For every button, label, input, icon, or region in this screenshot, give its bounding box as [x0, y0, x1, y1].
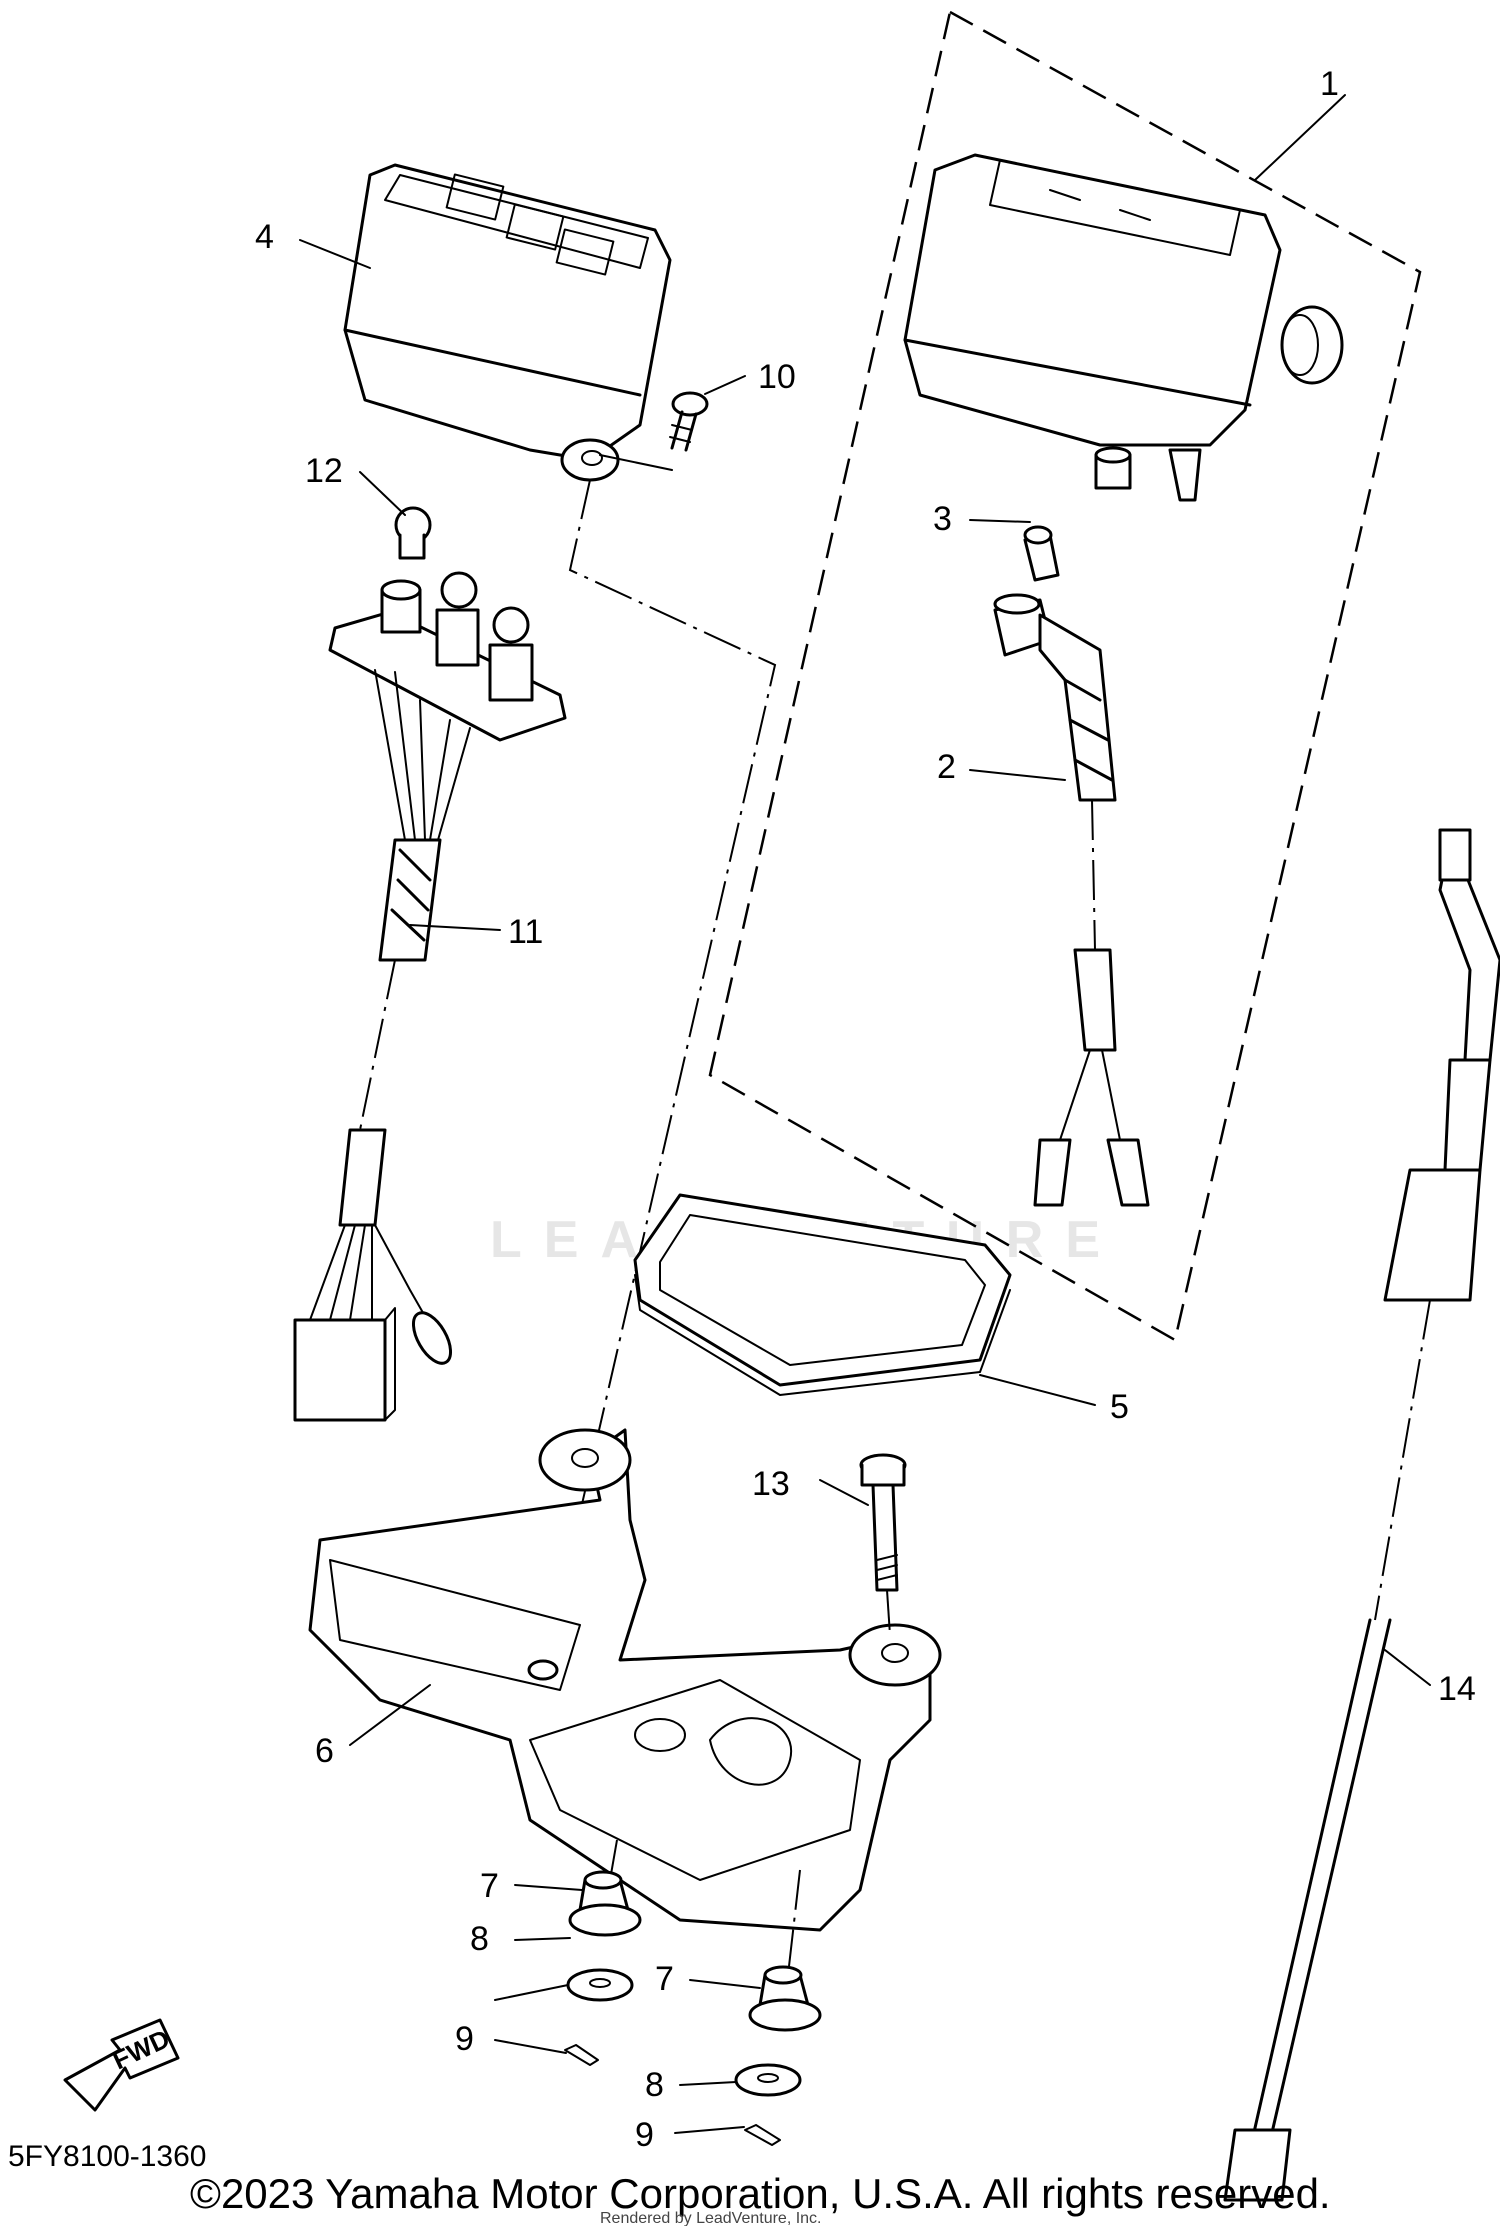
- leader-lines: [299, 94, 1431, 2134]
- callout-9b: 9: [635, 2116, 654, 2154]
- part-meter-base: [308, 1428, 942, 1932]
- part-cover: [343, 163, 672, 482]
- copyright-notice: ©2023 Yamaha Motor Corporation, U.S.A. A…: [190, 2170, 1331, 2217]
- callout-10: 10: [758, 358, 796, 396]
- callout-4: 4: [255, 218, 274, 256]
- callout-8a: 8: [470, 1920, 489, 1958]
- callout-9a: 9: [455, 2020, 474, 2058]
- callout-12: 12: [305, 452, 343, 490]
- callout-13: 13: [752, 1465, 790, 1503]
- callout-1: 1: [1320, 65, 1339, 103]
- part-socket-harness: [293, 571, 567, 1422]
- part-speedometer-cable: [1223, 828, 1500, 2202]
- assembly-boundary: [708, 10, 1422, 1342]
- fwd-arrow-icon: FWD: [63, 2018, 180, 2112]
- part-screw: [599, 391, 709, 471]
- callout-14: 14: [1438, 1670, 1476, 1708]
- part-gasket: [633, 1193, 1012, 1396]
- part-meter-bulb: [1023, 525, 1060, 582]
- callout-6: 6: [315, 1732, 334, 1770]
- part-bulb: [394, 506, 432, 560]
- rendered-by-credit: Rendered by LeadVenture, Inc.: [600, 2210, 822, 2226]
- callout-8b: 8: [645, 2066, 664, 2104]
- part-damper-stack-left: [564, 1839, 642, 2066]
- part-bolt: [859, 1453, 907, 1636]
- callout-7b: 7: [655, 1960, 674, 1998]
- callout-7a: 7: [480, 1867, 499, 1905]
- alignment-line: [544, 479, 777, 1666]
- callout-2: 2: [937, 748, 956, 786]
- part-damper-stack-right: [734, 1869, 822, 2146]
- part-meter-assembly: [903, 153, 1344, 502]
- part-socket-cord: [993, 593, 1150, 1207]
- callout-3: 3: [933, 500, 952, 538]
- callout-11: 11: [508, 913, 543, 951]
- diagram-part-code: 5FY8100-1360: [8, 2140, 207, 2173]
- callout-5: 5: [1110, 1388, 1129, 1426]
